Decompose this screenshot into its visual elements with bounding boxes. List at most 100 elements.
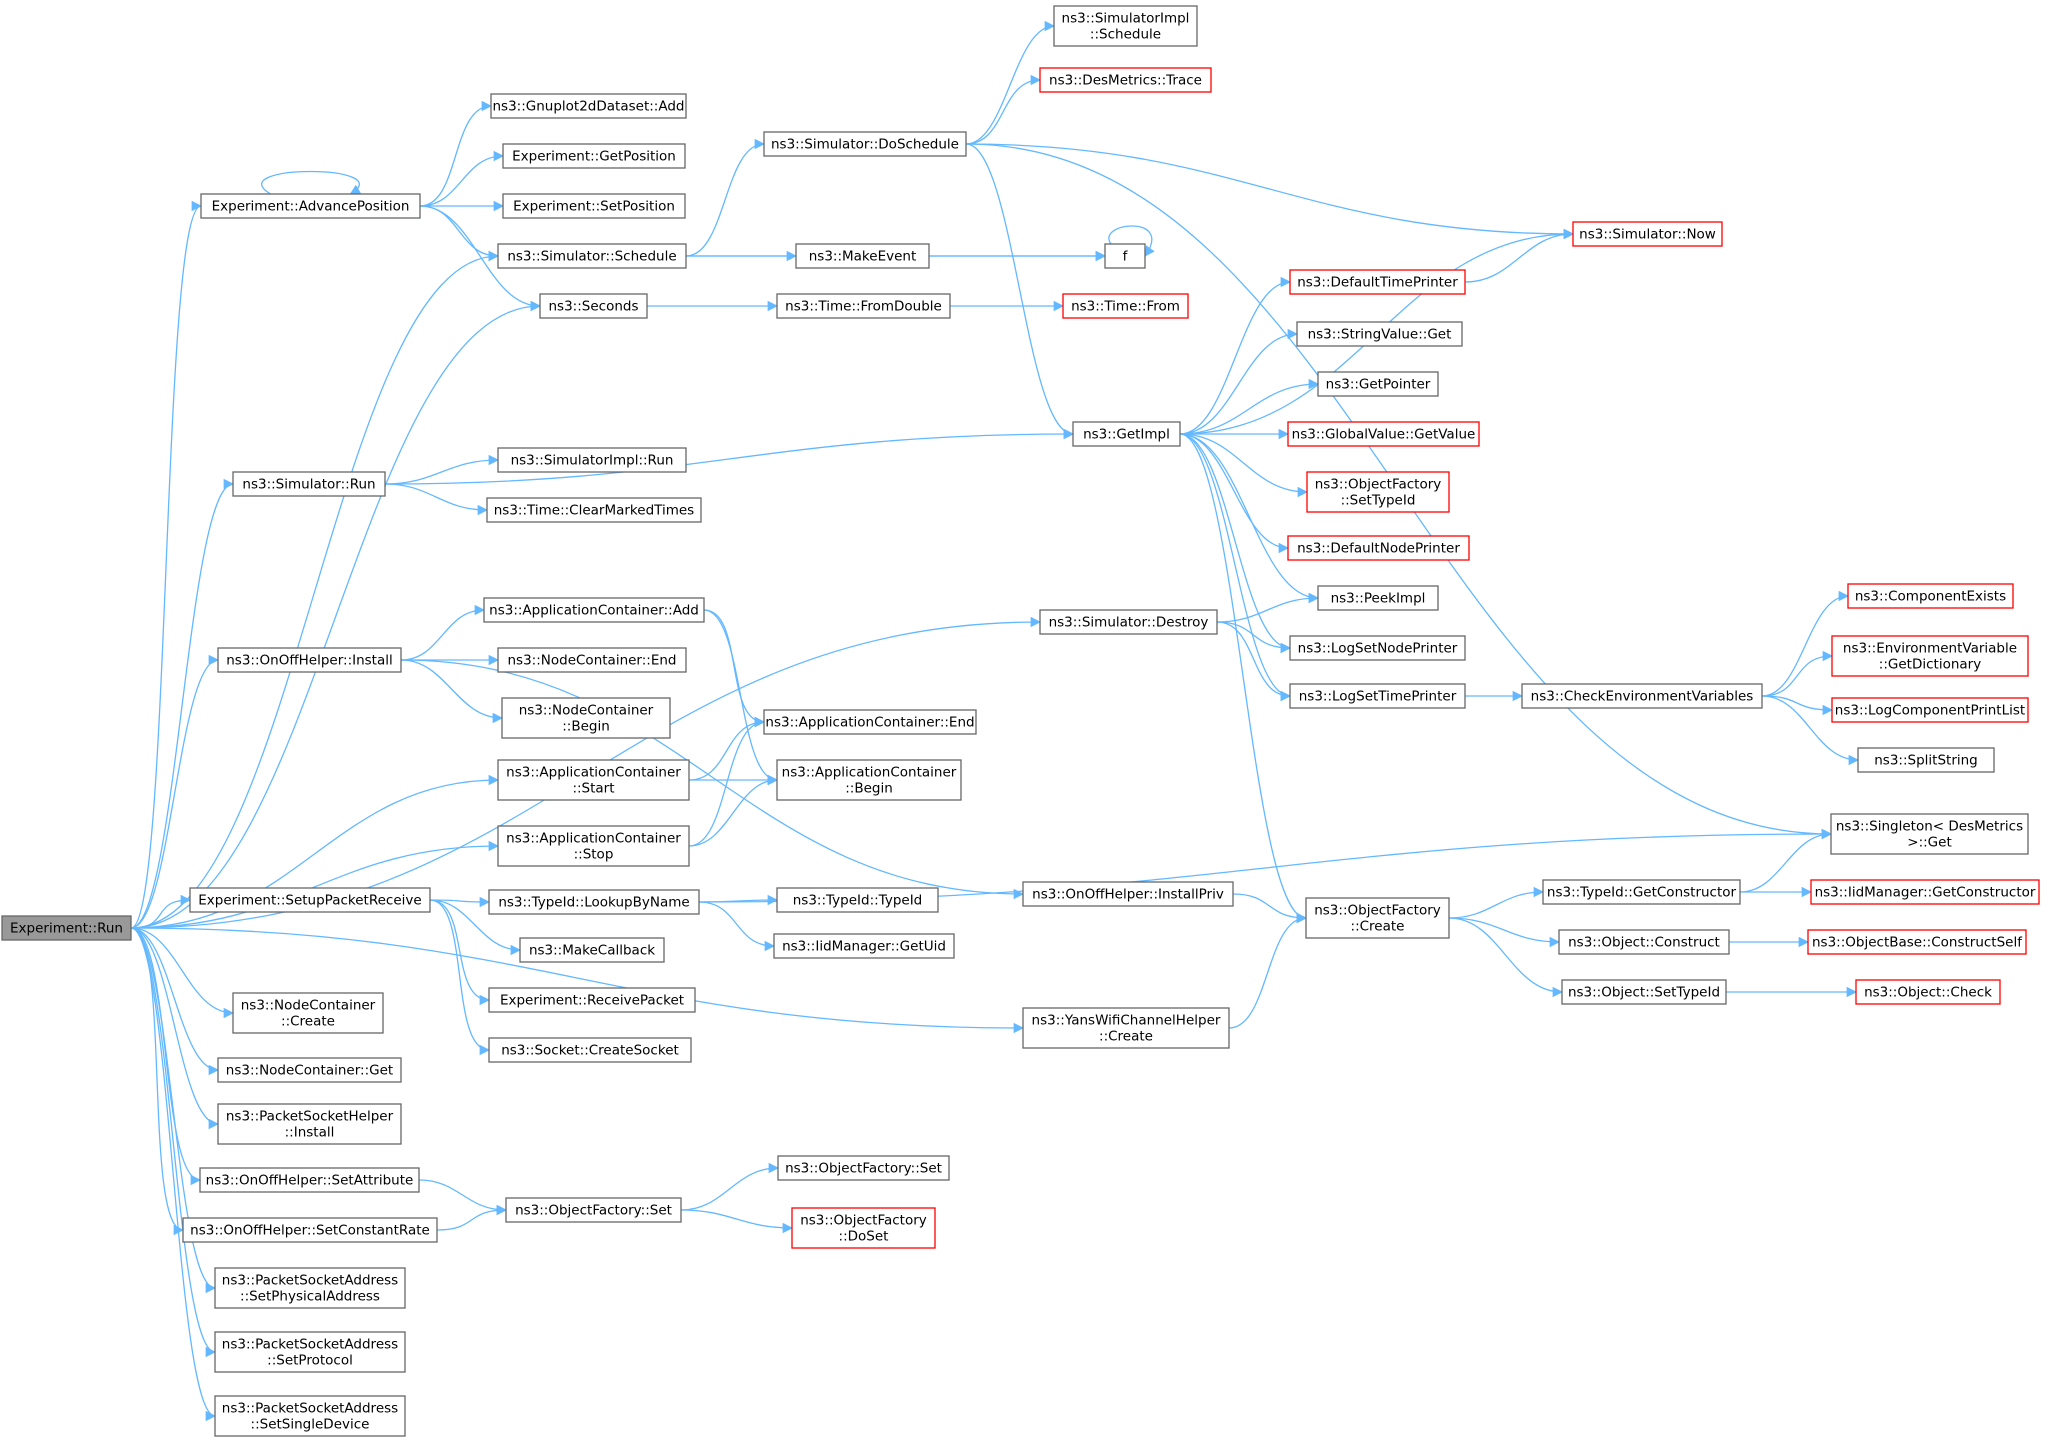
node-box[interactable] (199, 1167, 420, 1193)
node-box[interactable] (1022, 881, 1234, 907)
node-simdestroy[interactable]: ns3::Simulator::Destroy (1039, 609, 1218, 635)
node-box[interactable] (232, 992, 384, 1034)
node-box[interactable] (1296, 321, 1463, 347)
node-createsock[interactable]: ns3::Socket::CreateSocket (488, 1037, 692, 1063)
node-box[interactable] (1053, 5, 1198, 47)
node-box[interactable] (763, 131, 967, 157)
node-recvpkt[interactable]: Experiment::ReceivePacket (488, 987, 696, 1013)
node-box[interactable] (217, 1103, 402, 1145)
node-deftimeprinter[interactable]: ns3::DefaultTimePrinter (1289, 269, 1466, 295)
node-checkenv[interactable]: ns3::CheckEnvironmentVariables (1521, 683, 1763, 709)
node-makecb[interactable]: ns3::MakeCallback (519, 937, 665, 963)
node-ncend[interactable]: ns3::NodeContainer::End (497, 647, 687, 673)
node-acstart[interactable]: ns3::ApplicationContainer::Start (497, 759, 690, 801)
node-ofdoset[interactable]: ns3::ObjectFactory::DoSet (791, 1207, 936, 1249)
node-iidgetuid[interactable]: ns3::IidManager::GetUid (773, 933, 955, 959)
node-objcheck[interactable]: ns3::Object::Check (1855, 979, 2001, 1005)
node-objconstruct[interactable]: ns3::Object::Construct (1558, 929, 1730, 955)
node-box[interactable] (488, 889, 700, 915)
node-box[interactable] (488, 987, 696, 1013)
node-secs[interactable]: ns3::Seconds (539, 293, 648, 319)
node-box[interactable] (497, 759, 690, 801)
node-box[interactable] (1317, 585, 1439, 611)
node-box[interactable] (214, 1395, 406, 1437)
node-box[interactable] (182, 1217, 438, 1243)
node-box[interactable] (1305, 897, 1450, 939)
node-run[interactable]: Experiment::Run (1, 915, 132, 941)
node-dosched[interactable]: ns3::Simulator::DoSchedule (763, 131, 967, 157)
node-box[interactable] (490, 93, 687, 119)
node-box[interactable] (795, 243, 930, 269)
node-installpriv[interactable]: ns3::OnOffHelper::InstallPriv (1022, 881, 1234, 907)
node-box[interactable] (1855, 979, 2001, 1005)
node-timefrom[interactable]: ns3::Time::From (1062, 293, 1189, 319)
node-splitstr[interactable]: ns3::SplitString (1857, 747, 1995, 773)
node-box[interactable] (1287, 535, 1470, 561)
node-box[interactable] (1306, 471, 1450, 513)
node-compexists[interactable]: ns3::ComponentExists (1847, 583, 2014, 609)
node-fromdouble[interactable]: ns3::Time::FromDouble (776, 293, 951, 319)
node-box[interactable] (497, 647, 687, 673)
node-ncget[interactable]: ns3::NodeContainer::Get (217, 1057, 402, 1083)
node-box[interactable] (1561, 979, 1727, 1005)
node-box[interactable] (1039, 609, 1218, 635)
node-box[interactable] (214, 1267, 406, 1309)
node-psasingle[interactable]: ns3::PacketSocketAddress::SetSingleDevic… (214, 1395, 406, 1437)
node-peekimpl[interactable]: ns3::PeekImpl (1317, 585, 1439, 611)
node-setpos[interactable]: Experiment::SetPosition (502, 193, 686, 219)
node-box[interactable] (232, 471, 386, 497)
node-getpos[interactable]: Experiment::GetPosition (502, 143, 686, 169)
node-box[interactable] (1, 915, 132, 941)
node-box[interactable] (539, 293, 648, 319)
node-destrace[interactable]: ns3::DesMetrics::Trace (1039, 67, 1212, 93)
node-objsettid[interactable]: ns3::Object::SetTypeId (1561, 979, 1727, 1005)
node-box[interactable] (488, 1037, 692, 1063)
node-box[interactable] (1830, 813, 2029, 855)
node-ofcreate[interactable]: ns3::ObjectFactory::Create (1305, 897, 1450, 939)
node-box[interactable] (502, 143, 686, 169)
node-adv[interactable]: Experiment::AdvancePosition (200, 193, 421, 219)
node-clear[interactable]: ns3::Time::ClearMarkedTimes (486, 497, 702, 523)
node-getctor[interactable]: ns3::TypeId::GetConstructor (1542, 879, 1741, 905)
node-psaproto[interactable]: ns3::PacketSocketAddress::SetProtocol (214, 1331, 406, 1373)
node-box[interactable] (1072, 421, 1181, 447)
node-box[interactable] (497, 825, 690, 867)
node-box[interactable] (1572, 221, 1723, 247)
node-setupprx[interactable]: Experiment::SetupPacketReceive (189, 887, 431, 913)
node-box[interactable] (776, 887, 939, 913)
node-ofset[interactable]: ns3::ObjectFactory::Set (505, 1197, 682, 1223)
node-ofset2[interactable]: ns3::ObjectFactory::Set (777, 1155, 950, 1181)
node-box[interactable] (502, 193, 686, 219)
node-box[interactable] (1287, 421, 1480, 447)
node-acend[interactable]: ns3::ApplicationContainer::End (763, 709, 977, 735)
node-box[interactable] (486, 497, 702, 523)
node-getptr[interactable]: ns3::GetPointer (1317, 371, 1439, 397)
node-box[interactable] (1104, 243, 1146, 269)
node-envgetdict[interactable]: ns3::EnvironmentVariable::GetDictionary (1831, 635, 2029, 677)
node-box[interactable] (483, 597, 705, 623)
node-iidgetctor[interactable]: ns3::IidManager::GetConstructor (1810, 879, 2040, 905)
node-box[interactable] (1022, 1007, 1230, 1049)
node-box[interactable] (217, 1057, 402, 1083)
node-box[interactable] (1857, 747, 1995, 773)
node-onoffinst[interactable]: ns3::OnOffHelper::Install (217, 647, 402, 673)
node-box[interactable] (773, 933, 955, 959)
node-strget[interactable]: ns3::StringValue::Get (1296, 321, 1463, 347)
node-box[interactable] (217, 647, 402, 673)
node-box[interactable] (1039, 67, 1212, 93)
node-psaphys[interactable]: ns3::PacketSocketAddress::SetPhysicalAdd… (214, 1267, 406, 1309)
node-box[interactable] (505, 1197, 682, 1223)
node-lognode[interactable]: ns3::LogSetNodePrinter (1289, 635, 1466, 661)
node-box[interactable] (1289, 683, 1466, 709)
node-simrun[interactable]: ns3::Simulator::Run (232, 471, 386, 497)
node-box[interactable] (189, 887, 431, 913)
node-box[interactable] (1062, 293, 1189, 319)
node-box[interactable] (777, 1155, 950, 1181)
node-box[interactable] (1831, 697, 2029, 723)
node-acadd[interactable]: ns3::ApplicationContainer::Add (483, 597, 705, 623)
node-onoffsetattr[interactable]: ns3::OnOffHelper::SetAttribute (199, 1167, 420, 1193)
node-singleton[interactable]: ns3::Singleton< DesMetrics>::Get (1830, 813, 2029, 855)
node-simnow[interactable]: ns3::Simulator::Now (1572, 221, 1723, 247)
node-box[interactable] (497, 447, 687, 473)
node-onoffsetrate[interactable]: ns3::OnOffHelper::SetConstantRate (182, 1217, 438, 1243)
